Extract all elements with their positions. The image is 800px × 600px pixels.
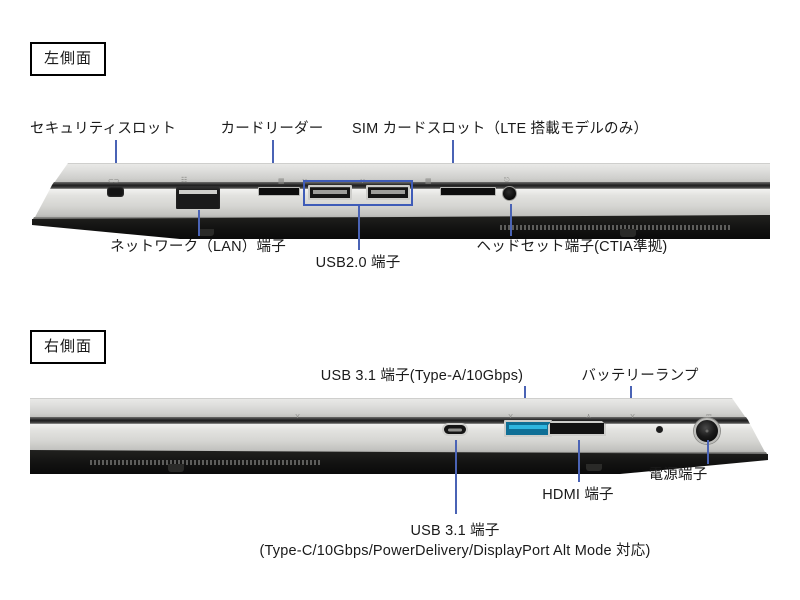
hdmi-port (548, 421, 606, 436)
lan-port (176, 187, 220, 209)
security-slot-port (107, 187, 124, 197)
section-heading-left-side: 左側面 (30, 42, 107, 76)
usb-tongue-2 (371, 190, 405, 194)
usb-c-tongue (448, 428, 462, 431)
label-usb31-type-c-line2: (Type-C/10Gbps/PowerDelivery/DisplayPort… (259, 543, 651, 559)
power-glyph: ⎓ (706, 412, 712, 419)
lan-pin-row (179, 190, 217, 194)
sd-card-glyph: ▦ (278, 178, 285, 185)
usb-tongue-1 (313, 190, 347, 194)
battery-lamp-led (656, 426, 663, 433)
usb3-tongue (509, 425, 547, 429)
card-reader-slot (258, 187, 300, 196)
label-usb31-type-c-line1: USB 3.1 端子 (410, 523, 500, 539)
laptop-foot-left (168, 464, 184, 472)
laptop-foot-right (586, 464, 602, 471)
usb31-type-a-port (504, 420, 552, 437)
sim-card-slot-port (440, 187, 496, 196)
laptop-hinge-gap (30, 420, 750, 424)
usb-glyph-type-a: ⋎ (508, 413, 513, 420)
laptop-foot-left (198, 229, 214, 236)
lock-glyph: ⊂⊃ (108, 178, 120, 185)
leader-hdmi-port (578, 440, 580, 482)
laptop-hinge-gap (50, 185, 770, 189)
label-card-reader: カードリーダー (220, 121, 324, 137)
leader-security-slot (115, 140, 117, 184)
label-hdmi-port: HDMI 端子 (542, 487, 614, 503)
usb20-highlight-box (303, 180, 413, 206)
label-headset-jack: ヘッドセット端子(CTIA準拠) (476, 239, 668, 255)
laptop-vent-left (500, 225, 730, 230)
headphone-glyph: ⎋ (504, 177, 510, 184)
usb-c-glyph: ⋎ (295, 413, 300, 420)
leader-usb20-port (358, 206, 360, 250)
label-power-jack: 電源端子 (648, 467, 708, 483)
label-lan-port: ネットワーク（LAN）端子 (110, 239, 286, 255)
laptop-lid (30, 398, 746, 418)
leader-power-jack (707, 440, 709, 464)
battery-glyph: ⋎ (630, 413, 635, 420)
headset-jack-port (502, 186, 517, 201)
label-security-slot: セキュリティスロット (30, 121, 177, 137)
lan-glyph: ☷ (181, 177, 187, 184)
laptop-right-side-illustration: ⋎ ⋎ ⋏ ⋎ ⎓ (30, 398, 770, 476)
laptop-foot-right (620, 229, 636, 237)
usb31-type-c-port (442, 423, 468, 436)
leader-usb31-type-c (455, 440, 457, 514)
sim-glyph: ▦ (425, 178, 432, 185)
laptop-body (30, 424, 766, 454)
laptop-vent-right (90, 460, 320, 465)
laptop-lid (54, 163, 770, 183)
hdmi-glyph: ⋏ (586, 413, 591, 420)
laptop-lid-edge (30, 417, 748, 420)
label-battery-lamp: バッテリーランプ (581, 368, 699, 384)
usb20-port-1 (308, 185, 352, 200)
label-sim-card-slot: SIM カードスロット（LTE 搭載モデルのみ） (352, 121, 649, 137)
label-usb31-type-a: USB 3.1 端子(Type-A/10Gbps) (320, 368, 524, 384)
leader-headset-jack (510, 204, 512, 236)
power-jack-port (694, 418, 720, 444)
leader-lan-port (198, 210, 200, 236)
usb20-port-2 (366, 185, 410, 200)
label-usb20-port: USB2.0 端子 (315, 255, 401, 271)
section-heading-right-side: 右側面 (30, 330, 107, 364)
power-jack-pin (705, 429, 709, 433)
